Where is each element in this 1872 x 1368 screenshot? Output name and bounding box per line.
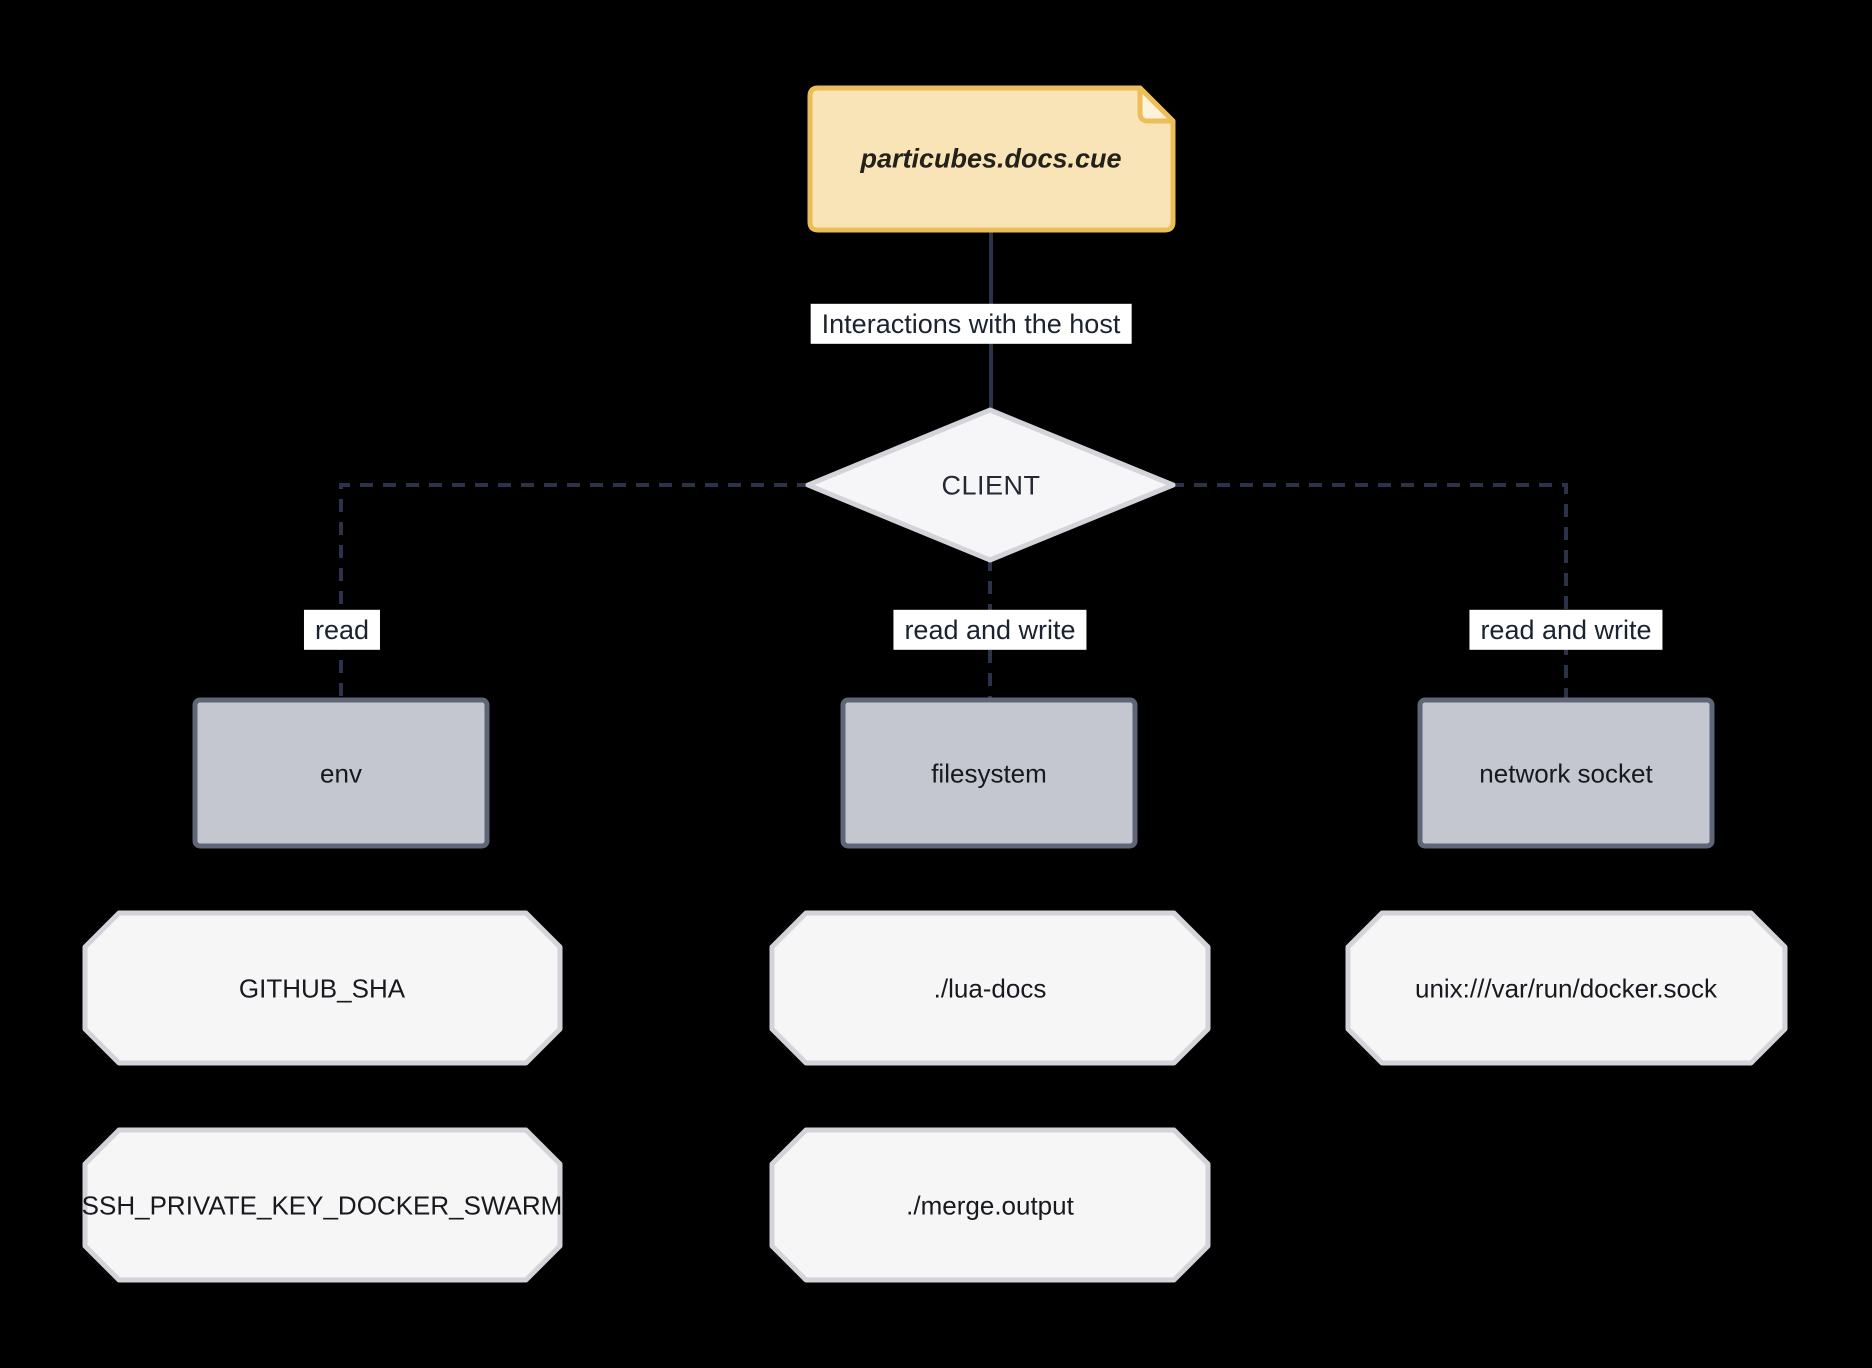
client-diamond (805, 407, 1176, 563)
document-node (807, 85, 1176, 233)
merge-output-octagon (769, 1127, 1211, 1283)
github-sha-label: GITHUB_SHA (238, 973, 406, 1004)
docker-socket-octagon (1345, 910, 1788, 1066)
merge-output-label: ./merge.output (906, 1190, 1074, 1221)
lua-docs-octagon (769, 910, 1211, 1066)
folded-corner-icon (1137, 85, 1176, 124)
network-socket-box-label: network socket (1479, 758, 1653, 789)
network-socket-box (1417, 697, 1715, 849)
env-box-label: env (320, 758, 362, 789)
edge-client-to-env (339, 483, 810, 702)
env-box (192, 697, 490, 849)
document-node-label: particubes.docs.cue (860, 143, 1122, 174)
github-sha-octagon (82, 910, 563, 1066)
edge-client-to-network-socket (1171, 483, 1568, 702)
lua-docs-label: ./lua-docs (933, 973, 1047, 1004)
filesystem-box (840, 697, 1138, 849)
ssh-private-key-octagon (82, 1127, 563, 1283)
docker-socket-label: unix:///var/run/docker.sock (1414, 973, 1718, 1004)
edge-label-read: read (303, 609, 381, 651)
edge-label-read-write-filesystem: read and write (893, 609, 1087, 651)
client-diamond-label: CLIENT (941, 470, 1041, 501)
ssh-private-key-label: SSH_PRIVATE_KEY_DOCKER_SWARM (81, 1190, 563, 1221)
edge-label-host-interaction: Interactions with the host (810, 303, 1132, 345)
filesystem-box-label: filesystem (931, 758, 1047, 789)
edge-label-read-write-network: read and write (1469, 609, 1663, 651)
